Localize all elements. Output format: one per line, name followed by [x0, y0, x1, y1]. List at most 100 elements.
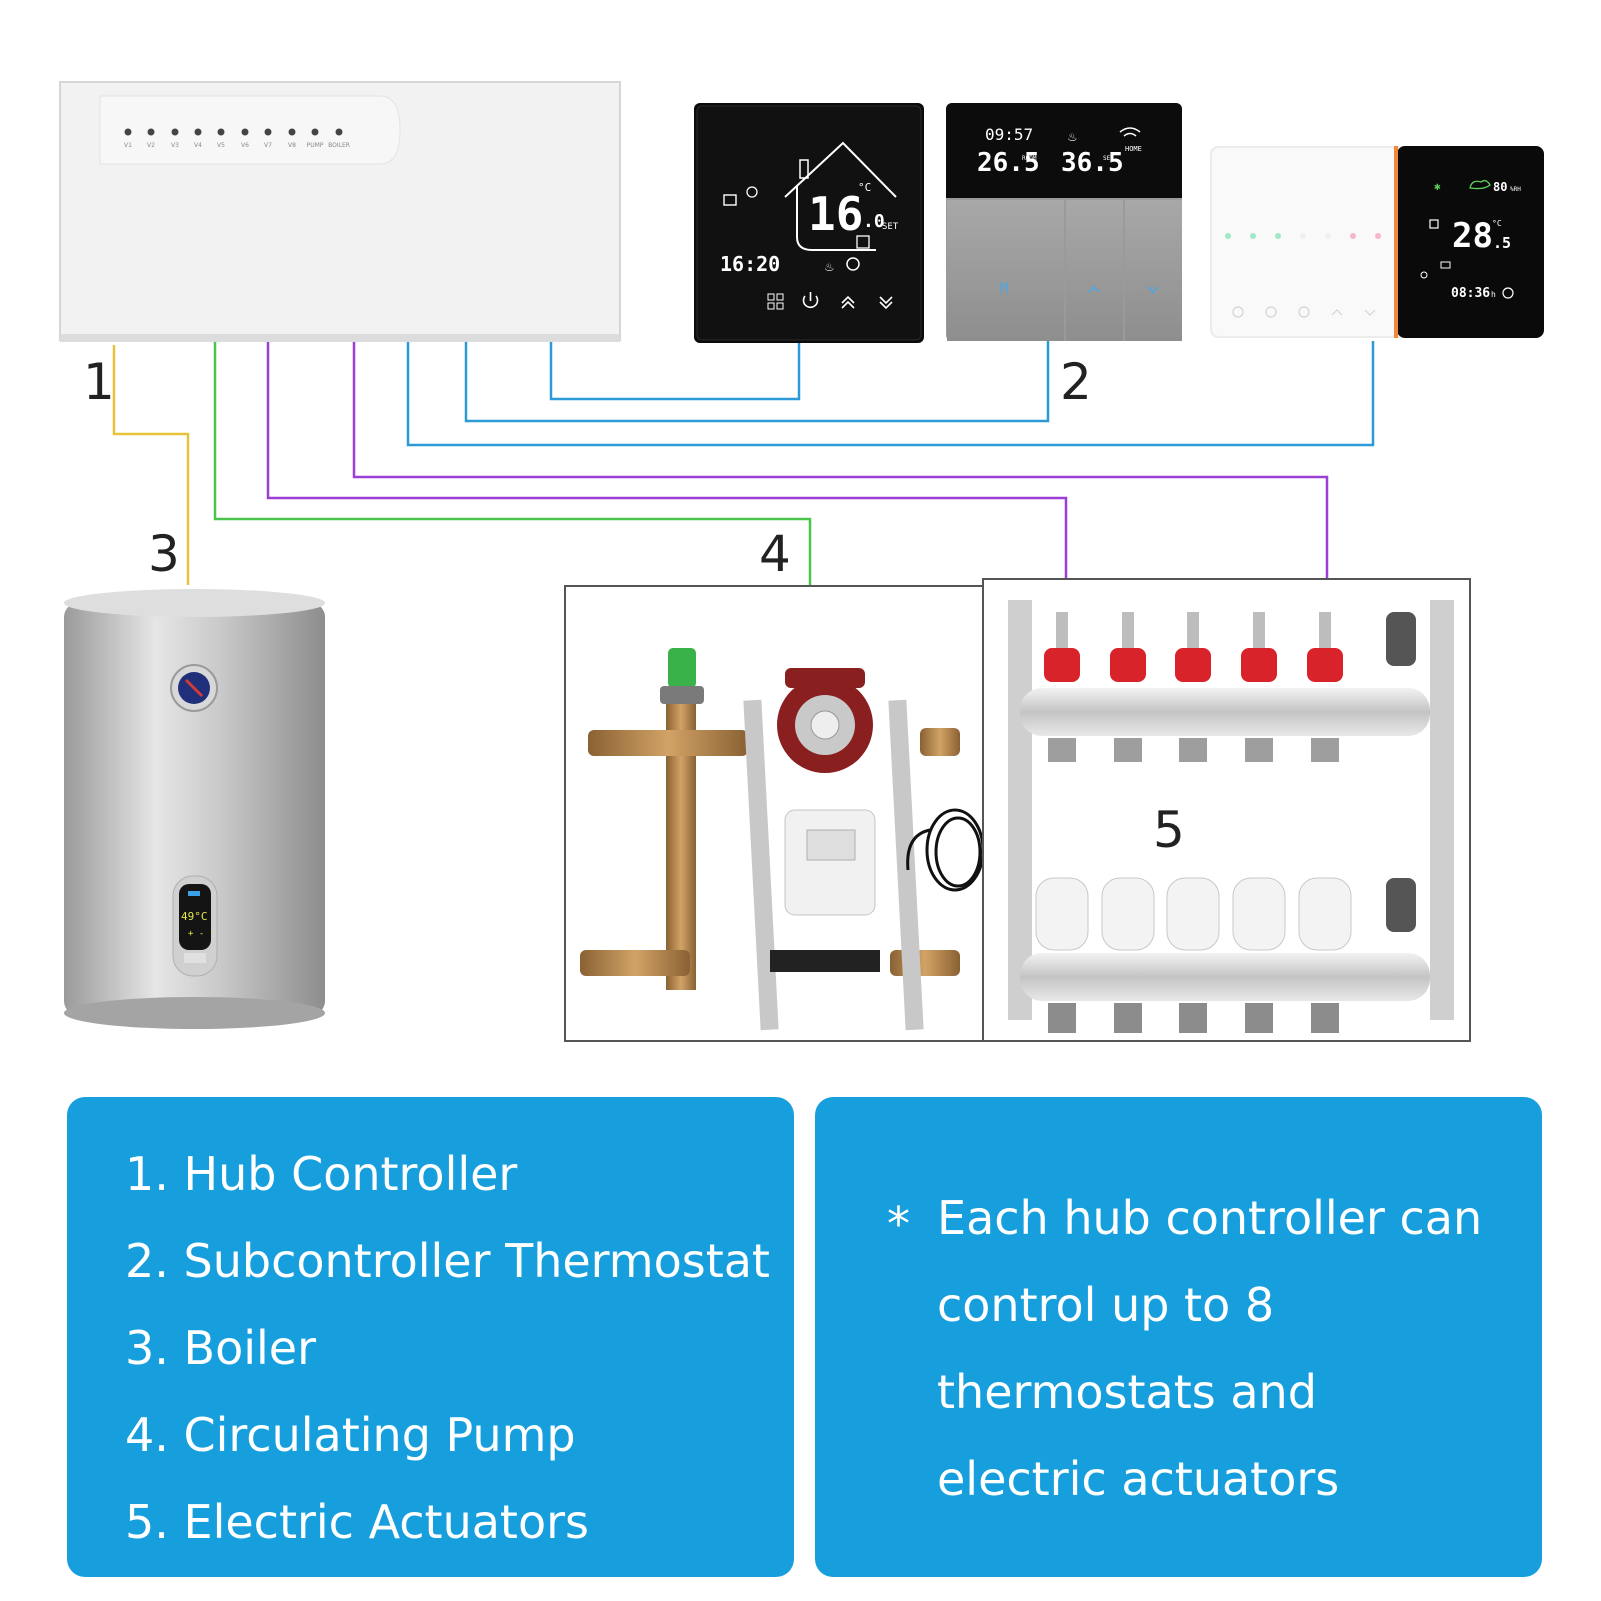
t1-power-status-icon	[746, 186, 758, 198]
hub-led-label: V5	[217, 142, 225, 149]
t3-indicator-dots	[1225, 233, 1381, 239]
electric-actuator	[1298, 877, 1352, 951]
t3-cloud-icon	[1469, 179, 1491, 190]
t3-touch-buttons[interactable]	[1232, 306, 1376, 318]
hub-led-label: V6	[241, 142, 249, 149]
note-line-1: * Each hub controller can	[887, 1175, 1502, 1262]
legend-item-pump: 4. Circulating Pump	[125, 1408, 576, 1462]
t3-sun-icon: ✱	[1434, 180, 1441, 193]
t3-clock-icon	[1502, 287, 1514, 299]
t2-room-tag: ROOM	[1022, 155, 1037, 162]
callout-1: 1	[83, 353, 115, 411]
manifold	[982, 578, 1471, 1042]
manifold-nut	[1048, 738, 1076, 762]
t2-time: 09:57	[985, 125, 1033, 144]
temperature-gauge-icon	[170, 664, 218, 712]
thermostat-1: 16 .0 °C SET 16:20 ♨	[694, 103, 924, 343]
t1-power-button[interactable]	[802, 292, 819, 309]
t3-humidity-unit: %RH	[1510, 186, 1521, 193]
t3-temp: 28	[1452, 216, 1493, 256]
t1-floor-heat-icon	[856, 235, 870, 249]
flow-meter-cap	[1175, 648, 1211, 682]
note-line-4: electric actuators	[887, 1436, 1502, 1523]
house-outline-icon	[784, 141, 897, 251]
t2-down-button[interactable]	[1147, 286, 1159, 294]
t3-lock-icon	[1429, 219, 1439, 229]
t1-setpoint: 16	[808, 187, 863, 241]
callout-5: 5	[1153, 801, 1185, 859]
legend-item-hub: 1. Hub Controller	[125, 1147, 518, 1201]
flow-meter-cap	[1044, 648, 1080, 682]
hub-led-label: PUMP	[307, 142, 324, 149]
manifold-port	[1245, 1003, 1273, 1033]
t3-humidity: 80	[1493, 180, 1507, 194]
hub-led-label: BOILER	[328, 142, 350, 149]
t1-unit: °C	[858, 181, 871, 194]
flow-meter-cap	[1110, 648, 1146, 682]
flow-meter-cap	[1307, 648, 1343, 682]
electric-actuator-row	[1035, 877, 1352, 951]
t2-room-temp: 26.5	[977, 148, 1040, 178]
t2-mode-button[interactable]: M	[1000, 281, 1008, 297]
electric-actuator	[1166, 877, 1220, 951]
wire-thermostat-2	[464, 341, 1050, 423]
t3-unit: °C	[1492, 219, 1502, 228]
t1-down-button[interactable]	[879, 296, 893, 310]
t3-power-status-icon	[1420, 271, 1428, 279]
t1-time: 16:20	[720, 252, 780, 276]
t1-set-label: SET	[882, 222, 899, 232]
t2-home-tag: HOME	[1125, 145, 1142, 153]
circulating-pump	[777, 668, 873, 773]
t2-set-temp: 36.5	[1061, 148, 1124, 178]
t2-up-button[interactable]	[1088, 285, 1100, 293]
manifold-port	[1114, 1003, 1142, 1033]
hub-led-label: V8	[288, 142, 296, 149]
hub-led-label: V3	[171, 142, 179, 149]
t1-up-button[interactable]	[841, 295, 855, 309]
flow-meter-stem	[1056, 612, 1068, 652]
t1-clock-icon	[846, 257, 860, 271]
boiler-display-adjust: + - ◦	[188, 929, 215, 939]
manifold-port	[1311, 1003, 1339, 1033]
electric-actuator	[1232, 877, 1286, 951]
t2-wifi-icon	[1119, 127, 1141, 137]
hub-led	[194, 128, 202, 136]
legend-panel: 1. Hub Controller 2. Subcontroller Therm…	[67, 1097, 794, 1577]
manifold-port	[1179, 1003, 1207, 1033]
note-text-1: Each hub controller can	[937, 1191, 1483, 1245]
flow-meter-stem	[1187, 612, 1199, 652]
boiler: 49°C + - ◦	[64, 589, 325, 1029]
note-line-3: thermostats and	[887, 1349, 1502, 1436]
power-cable	[906, 808, 985, 892]
note-panel: * Each hub controller can control up to …	[815, 1097, 1542, 1577]
manifold-nut	[1114, 738, 1142, 762]
manifold-port	[1048, 1003, 1076, 1033]
t1-flame-icon: ♨	[825, 259, 833, 275]
hub-led	[335, 128, 343, 136]
t1-lock-icon	[723, 194, 737, 206]
manifold-nut	[1245, 738, 1273, 762]
hub-led	[171, 128, 179, 136]
hub-led	[147, 128, 155, 136]
t2-flame-icon: ♨	[1068, 129, 1076, 145]
pump-station	[564, 585, 985, 1042]
manifold-nut	[1179, 738, 1207, 762]
legend-item-actuators: 5. Electric Actuators	[125, 1495, 589, 1549]
hub-led-label: V2	[147, 142, 155, 149]
hub-led	[241, 128, 249, 136]
flow-meter-row	[1044, 612, 1343, 762]
boiler-display-temp: 49°C	[181, 910, 208, 923]
legend-item-thermostat: 2. Subcontroller Thermostat	[125, 1234, 770, 1288]
electric-actuator	[1101, 877, 1155, 951]
wire-thermostat-1	[549, 341, 801, 401]
t3-time-suffix: h	[1491, 290, 1496, 299]
t1-mode-button[interactable]	[767, 293, 784, 310]
hub-led-label: V1	[124, 142, 132, 149]
callout-2: 2	[1060, 353, 1092, 411]
note-text-3: thermostats and	[937, 1365, 1317, 1419]
manifold-ports	[1048, 1003, 1339, 1033]
flow-meter-stem	[1253, 612, 1265, 652]
thermostat-2: 09:57 ♨ 26.5 ROOM 36.5 SET HOME M	[946, 103, 1182, 341]
